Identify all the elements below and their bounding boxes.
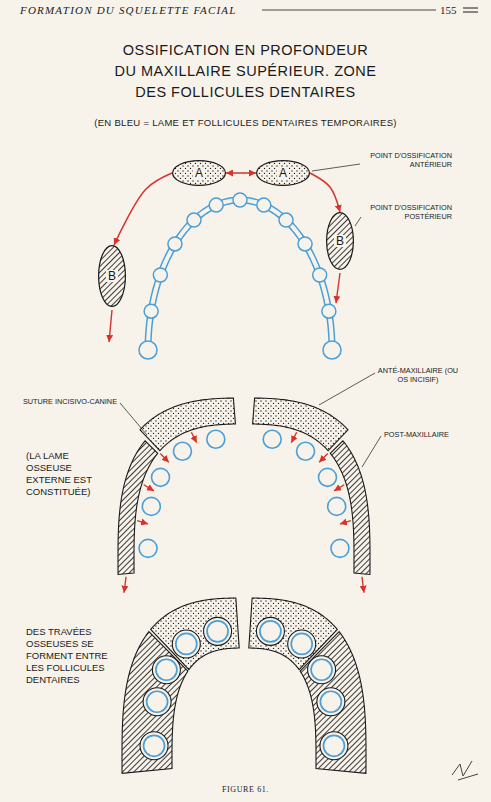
tooth-crypt [143, 688, 171, 716]
growth-arrow [226, 172, 256, 174]
leader-line [362, 436, 381, 467]
header-rule [262, 10, 436, 11]
ante-maxillary-bone [253, 398, 348, 451]
growth-arrow [362, 577, 364, 593]
oval-outline [327, 213, 354, 270]
tooth-follicle [153, 268, 167, 282]
tooth-crypt [152, 656, 180, 684]
tooth-crypt [204, 617, 232, 645]
tooth-follicle [139, 539, 157, 557]
tooth-follicle [323, 341, 341, 359]
growth-arrow [319, 454, 328, 463]
tooth-follicle [279, 213, 293, 227]
tooth-crypt [308, 656, 336, 684]
tooth-follicle [187, 213, 201, 227]
page-number: 155 [440, 3, 457, 17]
growth-arrow [340, 521, 351, 524]
tooth-follicle [142, 497, 160, 515]
callout-label: POINT D'OSSIFICATION POSTÉRIEUR [356, 203, 452, 221]
callout-label: POST-MAXILLAIRE [384, 430, 449, 439]
tooth-follicle [209, 198, 223, 212]
side-note: (LA LAME OSSEUSE EXTERNE EST CONSTITUÉE) [26, 450, 108, 498]
tooth-follicle [322, 304, 336, 318]
growth-arrow [291, 432, 296, 442]
leader-line [312, 164, 360, 171]
tooth-follicle [168, 237, 182, 251]
tooth-crypt [317, 688, 345, 716]
tooth-crypt [172, 630, 200, 658]
tooth-follicle [233, 193, 247, 207]
ossification-point: A [172, 160, 226, 186]
tooth-crypt [320, 732, 348, 760]
node-letter: B [334, 235, 346, 247]
tooth-follicle [297, 442, 315, 460]
callout-label: SUTURE INCISIVO-CANINE [8, 397, 117, 406]
node-letter: A [277, 167, 289, 179]
growth-arrow [310, 173, 340, 212]
dental-lamina [148, 200, 332, 350]
leader-line [319, 373, 375, 405]
callout-label: POINT D'OSSIFICATION ANTÉRIEUR [356, 151, 452, 169]
growth-arrow [144, 485, 154, 491]
figure-caption: FIGURE 61. [0, 785, 491, 794]
side-note: DES TRAVÉES OSSEUSES SE FORMENT ENTRE LE… [26, 626, 112, 686]
tooth-follicle [313, 268, 327, 282]
tooth-follicle [139, 341, 157, 359]
tooth-follicle [207, 430, 225, 448]
tooth-follicle [176, 633, 197, 654]
leader-line [120, 403, 147, 435]
tooth-follicle [323, 735, 344, 756]
ossification-point: B [326, 212, 354, 270]
tooth-follicle [257, 198, 271, 212]
tooth-follicle [318, 468, 336, 486]
page-mark [463, 8, 478, 9]
oval-outline [99, 246, 126, 307]
tooth-crypt [256, 617, 284, 645]
ossification-point: A [256, 160, 310, 186]
page-mark [463, 12, 478, 13]
tooth-follicle [152, 468, 170, 486]
tooth-follicle [263, 430, 281, 448]
dental-lamina-core [148, 200, 332, 350]
tooth-follicle [144, 735, 165, 756]
node-letter: A [193, 167, 205, 179]
growth-arrow [334, 485, 344, 491]
tooth-follicle [156, 659, 177, 680]
title: OSSIFICATION EN PROFONDEUR DU MAXILLAIRE… [110, 40, 381, 103]
oval-outline [173, 161, 226, 186]
tooth-follicle [173, 442, 191, 460]
tooth-crypt [288, 630, 316, 658]
tooth-crypt [140, 732, 168, 760]
callout-label: ANTÉ-MAXILLAIRE (OU OS INCISIF) [376, 366, 460, 384]
oval-outline [257, 161, 310, 186]
color-note: (EN BLEU = LAME ET FOLLICULES DENTAIRES … [0, 117, 491, 129]
leader-line [355, 217, 361, 226]
signature [452, 761, 478, 780]
node-letter: B [106, 270, 118, 282]
tooth-follicle [311, 659, 332, 680]
growth-arrow [137, 521, 148, 524]
growth-arrow [191, 432, 196, 442]
tooth-follicle [298, 237, 312, 251]
tooth-follicle [144, 304, 158, 318]
tooth-follicle [147, 691, 168, 712]
growth-arrow [124, 577, 126, 593]
growth-arrow [109, 310, 112, 342]
tooth-follicle [291, 633, 312, 654]
ossification-point: B [98, 245, 126, 307]
tooth-follicle [207, 621, 228, 642]
tooth-follicle [320, 691, 341, 712]
tooth-follicle [328, 497, 346, 515]
tooth-follicle [331, 539, 349, 557]
running-header: FORMATION DU SQUELETTE FACIAL [20, 3, 237, 17]
growth-arrow [336, 273, 340, 303]
tooth-follicle [260, 621, 281, 642]
growth-arrow [160, 454, 169, 463]
ante-maxillary-bone [140, 398, 235, 451]
growth-arrow [114, 173, 172, 245]
